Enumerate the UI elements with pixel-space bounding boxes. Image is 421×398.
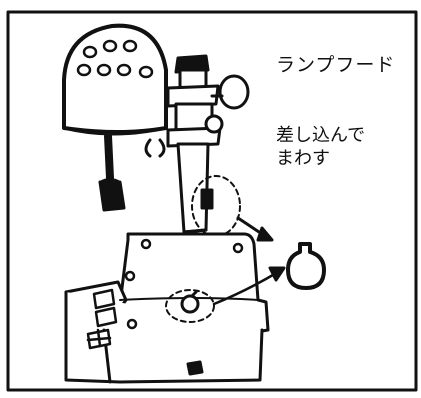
stem-detail-circle [191,175,241,237]
instruction-line-1: 差し込んで [276,125,366,146]
base-screws [124,238,244,330]
instruction-line-2: まわす [276,147,330,169]
lamp-column [166,54,222,234]
key-shape-detail [286,242,326,290]
hood-holes [76,39,154,79]
clip [144,138,166,158]
frame-border [6,10,418,392]
lamp-hood-label: ランプフード [276,54,396,76]
power-switch [186,360,204,376]
instruction-label: 差し込んで まわす [276,125,365,170]
arrow-from-stem-head [256,226,274,242]
arrow-from-socket-head [268,266,286,282]
focus-knob [204,114,224,134]
socket-notch [190,290,198,298]
hood-stem [98,132,126,212]
side-knob [210,74,250,110]
socket [180,294,200,314]
socket-circle [165,289,215,323]
stem-notch [200,188,214,210]
control-panel [86,288,118,350]
